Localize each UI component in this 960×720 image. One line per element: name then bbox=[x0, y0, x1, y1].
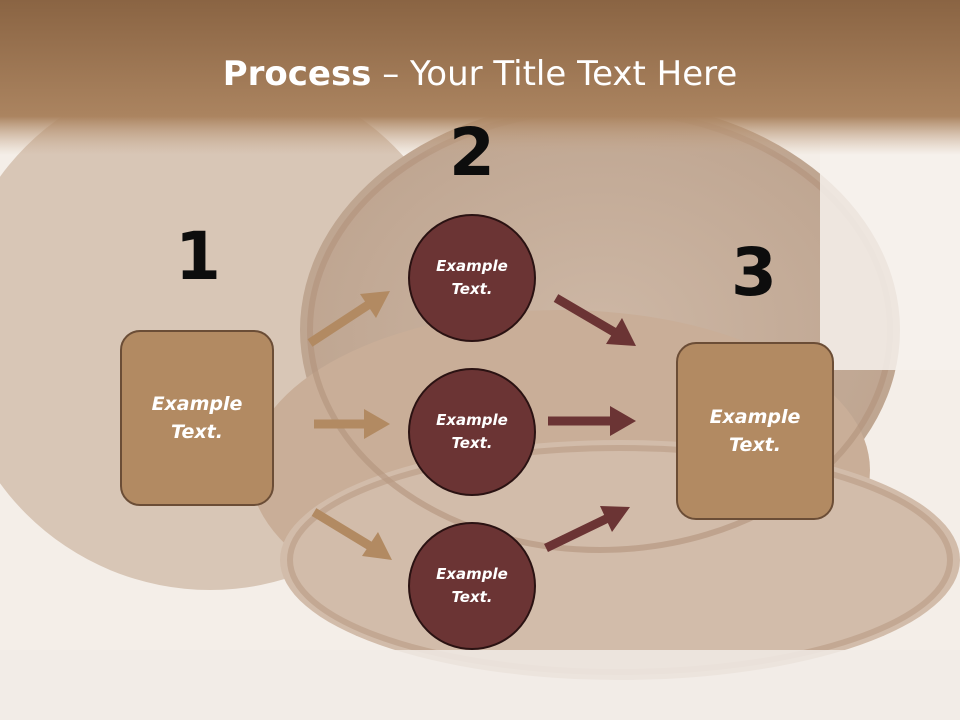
title-bold: Process bbox=[222, 54, 372, 94]
arrow-left-to-bottom bbox=[311, 508, 392, 560]
arrow-bottom-to-right bbox=[544, 506, 630, 553]
right-box-label: Example Text. bbox=[709, 406, 801, 456]
left-box-label: Example Text. bbox=[151, 393, 243, 443]
circle-top-label: Example Text. bbox=[436, 257, 508, 298]
circle-middle: Example Text. bbox=[408, 368, 536, 496]
title-rest: – Your Title Text Here bbox=[371, 54, 738, 94]
header-band bbox=[0, 0, 960, 155]
circle-top: Example Text. bbox=[408, 214, 536, 342]
circle-bottom-label: Example Text. bbox=[436, 565, 508, 606]
step-number-3: 3 bbox=[731, 234, 777, 311]
arrow-left-to-top bbox=[307, 291, 390, 347]
right-box: Example Text. bbox=[676, 342, 834, 520]
arrow-left-to-middle bbox=[314, 409, 390, 439]
circle-bottom: Example Text. bbox=[408, 522, 536, 650]
arrow-top-to-right bbox=[553, 294, 636, 346]
arrow-middle-to-right bbox=[548, 406, 636, 436]
step-number-2: 2 bbox=[449, 114, 495, 191]
left-box: Example Text. bbox=[120, 330, 274, 506]
circle-middle-label: Example Text. bbox=[436, 411, 508, 452]
step-number-1: 1 bbox=[175, 218, 221, 295]
slide-title: Process – Your Title Text Here bbox=[0, 52, 960, 96]
